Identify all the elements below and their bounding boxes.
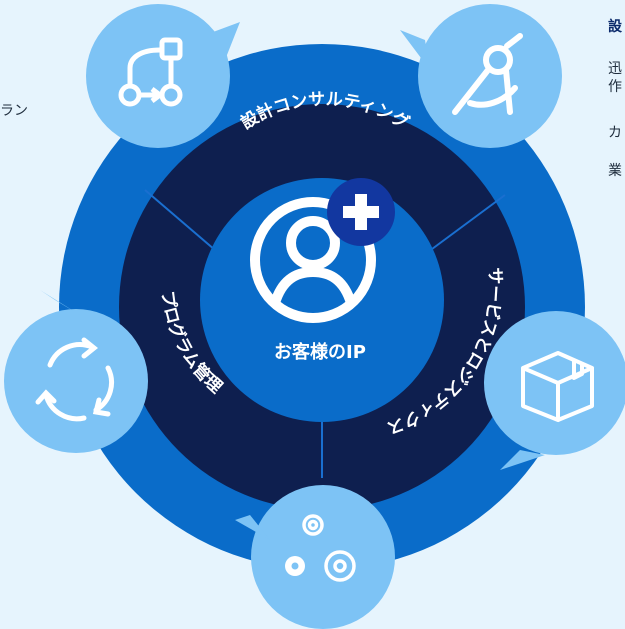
plus-badge-icon bbox=[327, 178, 395, 246]
bubble-right bbox=[484, 311, 625, 470]
gears-icon bbox=[302, 514, 356, 582]
drafting-compass-icon bbox=[452, 33, 523, 115]
bubble-left bbox=[4, 290, 148, 453]
center-label: お客様のIP bbox=[274, 341, 366, 363]
right-text-line-4: 業 bbox=[608, 163, 622, 179]
divider-right bbox=[427, 194, 506, 253]
right-text-line-3: カ bbox=[608, 125, 622, 141]
workflow-icon bbox=[118, 37, 183, 107]
gear-solid-icon bbox=[285, 556, 305, 576]
user-icon bbox=[250, 197, 376, 323]
package-box-icon bbox=[521, 351, 594, 422]
right-heading-fragment: 設 bbox=[608, 19, 622, 35]
bubble-bottom bbox=[235, 485, 395, 629]
bubble-top-right bbox=[400, 4, 562, 148]
center-circle bbox=[200, 178, 444, 422]
bubble-top-left bbox=[86, 4, 240, 148]
left-text-fragment: ラン bbox=[0, 103, 28, 119]
divider-left bbox=[144, 189, 216, 251]
cycle-arrows-icon bbox=[35, 337, 114, 422]
right-text-line-2: 作 bbox=[608, 79, 622, 95]
right-text-line-1: 迅 bbox=[608, 61, 622, 77]
